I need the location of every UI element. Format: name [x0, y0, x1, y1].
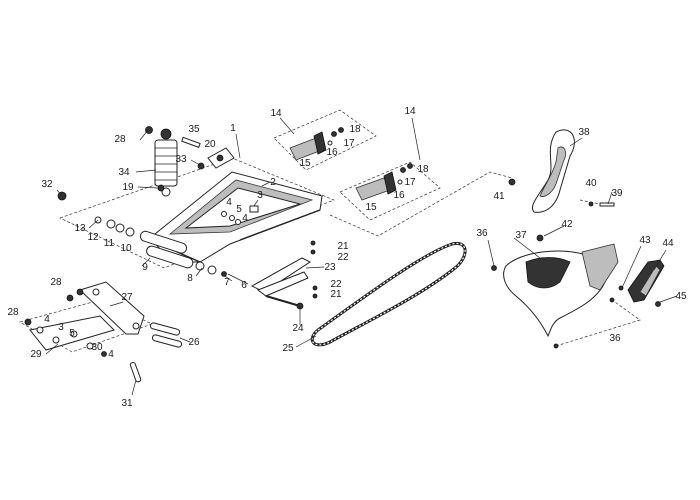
- part-label-6: 6: [241, 280, 247, 291]
- part-label-28c: 28: [7, 307, 19, 318]
- part-label-19: 19: [122, 182, 134, 193]
- torque-link-arm: [250, 240, 318, 310]
- part-label-18a: 18: [349, 124, 361, 135]
- part-label-8: 8: [187, 273, 193, 284]
- pivot-bearings: [94, 216, 135, 237]
- shock-linkage: [24, 281, 183, 383]
- drive-chain: [310, 241, 467, 347]
- rear-fender: [503, 243, 619, 338]
- part-label-45: 45: [675, 291, 687, 302]
- chain-guide-group-outline-lower: [339, 161, 441, 221]
- part-label-32: 32: [41, 179, 53, 190]
- part-label-42: 42: [561, 219, 573, 230]
- reference-line-footrest-bolts: [555, 299, 641, 347]
- bolt-icon: [553, 343, 559, 349]
- rear-shock-absorber: [154, 128, 178, 197]
- part-label-9: 9: [142, 262, 148, 273]
- chain-guide-upper: [289, 127, 344, 161]
- part-label-2: 2: [270, 177, 276, 188]
- part-label-4a: 4: [226, 197, 232, 208]
- part-label-1: 1: [230, 123, 236, 134]
- chain-guide-group-outline-upper: [273, 109, 377, 171]
- part-label-38: 38: [578, 127, 590, 138]
- bolt-icon: [181, 136, 201, 148]
- part-label-4c: 4: [44, 314, 50, 325]
- bolt-icon: [599, 202, 615, 207]
- reference-line-swingarm-to-guard: [329, 171, 513, 237]
- part-label-36a: 36: [476, 228, 488, 239]
- part-label-17b: 17: [404, 177, 416, 188]
- part-label-43: 43: [639, 235, 651, 246]
- part-label-12: 12: [87, 232, 99, 243]
- nut-icon: [216, 154, 224, 162]
- part-label-16b: 16: [393, 190, 405, 201]
- nut-icon: [508, 178, 516, 186]
- bolt-icon: [609, 297, 615, 303]
- washer-icon: [588, 201, 594, 207]
- part-label-20: 20: [204, 139, 216, 150]
- part-label-28a: 28: [114, 134, 126, 145]
- part-label-24: 24: [292, 323, 304, 334]
- part-label-3: 3: [257, 190, 263, 201]
- part-label-14b: 14: [404, 106, 416, 117]
- part-label-16a: 16: [326, 147, 338, 158]
- part-label-30: 30: [91, 342, 103, 353]
- part-label-22a: 22: [337, 252, 349, 263]
- part-label-14a: 14: [270, 108, 282, 119]
- nut-icon: [157, 184, 165, 192]
- part-label-10: 10: [120, 243, 132, 254]
- part-label-15b: 15: [365, 202, 377, 213]
- part-label-11: 11: [104, 238, 115, 249]
- pivot-axle-parts: [139, 230, 227, 277]
- rear-footrest-bracket: [618, 259, 665, 307]
- part-label-4d: 4: [108, 349, 114, 360]
- part-label-23: 23: [324, 262, 336, 273]
- nut-icon: [145, 126, 153, 134]
- swingarm: [149, 171, 323, 263]
- part-label-28b: 28: [50, 277, 62, 288]
- part-label-4b: 4: [242, 213, 248, 224]
- part-label-3b: 3: [58, 322, 64, 333]
- part-label-37: 37: [515, 230, 527, 241]
- part-label-22b: 22: [330, 279, 342, 290]
- part-label-34: 34: [118, 167, 130, 178]
- bolt-icon: [491, 265, 497, 271]
- part-label-5a: 5: [236, 204, 242, 215]
- nut-icon: [197, 162, 205, 170]
- part-label-33: 33: [175, 154, 187, 165]
- spacer-icon: [249, 205, 259, 213]
- part-label-25: 25: [282, 343, 294, 354]
- part-label-15a: 15: [299, 158, 311, 169]
- part-label-36b: 36: [609, 333, 621, 344]
- part-label-17a: 17: [343, 138, 355, 149]
- nut-icon: [536, 234, 544, 242]
- part-label-29: 29: [30, 349, 42, 360]
- chain-guard: [532, 129, 575, 213]
- part-label-21b: 21: [330, 289, 342, 300]
- part-label-18b: 18: [417, 164, 429, 175]
- leader-lines: [45, 117, 678, 396]
- part-label-41: 41: [493, 191, 505, 202]
- chain-guide-lower: [355, 163, 413, 201]
- part-label-26: 26: [188, 337, 200, 348]
- part-label-27: 27: [121, 292, 133, 303]
- part-label-39: 39: [611, 188, 623, 199]
- small-hardware: [57, 126, 259, 225]
- part-label-35: 35: [188, 124, 200, 135]
- part-label-44: 44: [662, 238, 674, 249]
- part-label-21a: 21: [337, 241, 349, 252]
- part-label-5b: 5: [69, 328, 75, 339]
- part-label-31: 31: [121, 398, 133, 409]
- part-label-40: 40: [585, 178, 597, 189]
- part-label-13: 13: [74, 223, 86, 234]
- part-label-7: 7: [224, 277, 230, 288]
